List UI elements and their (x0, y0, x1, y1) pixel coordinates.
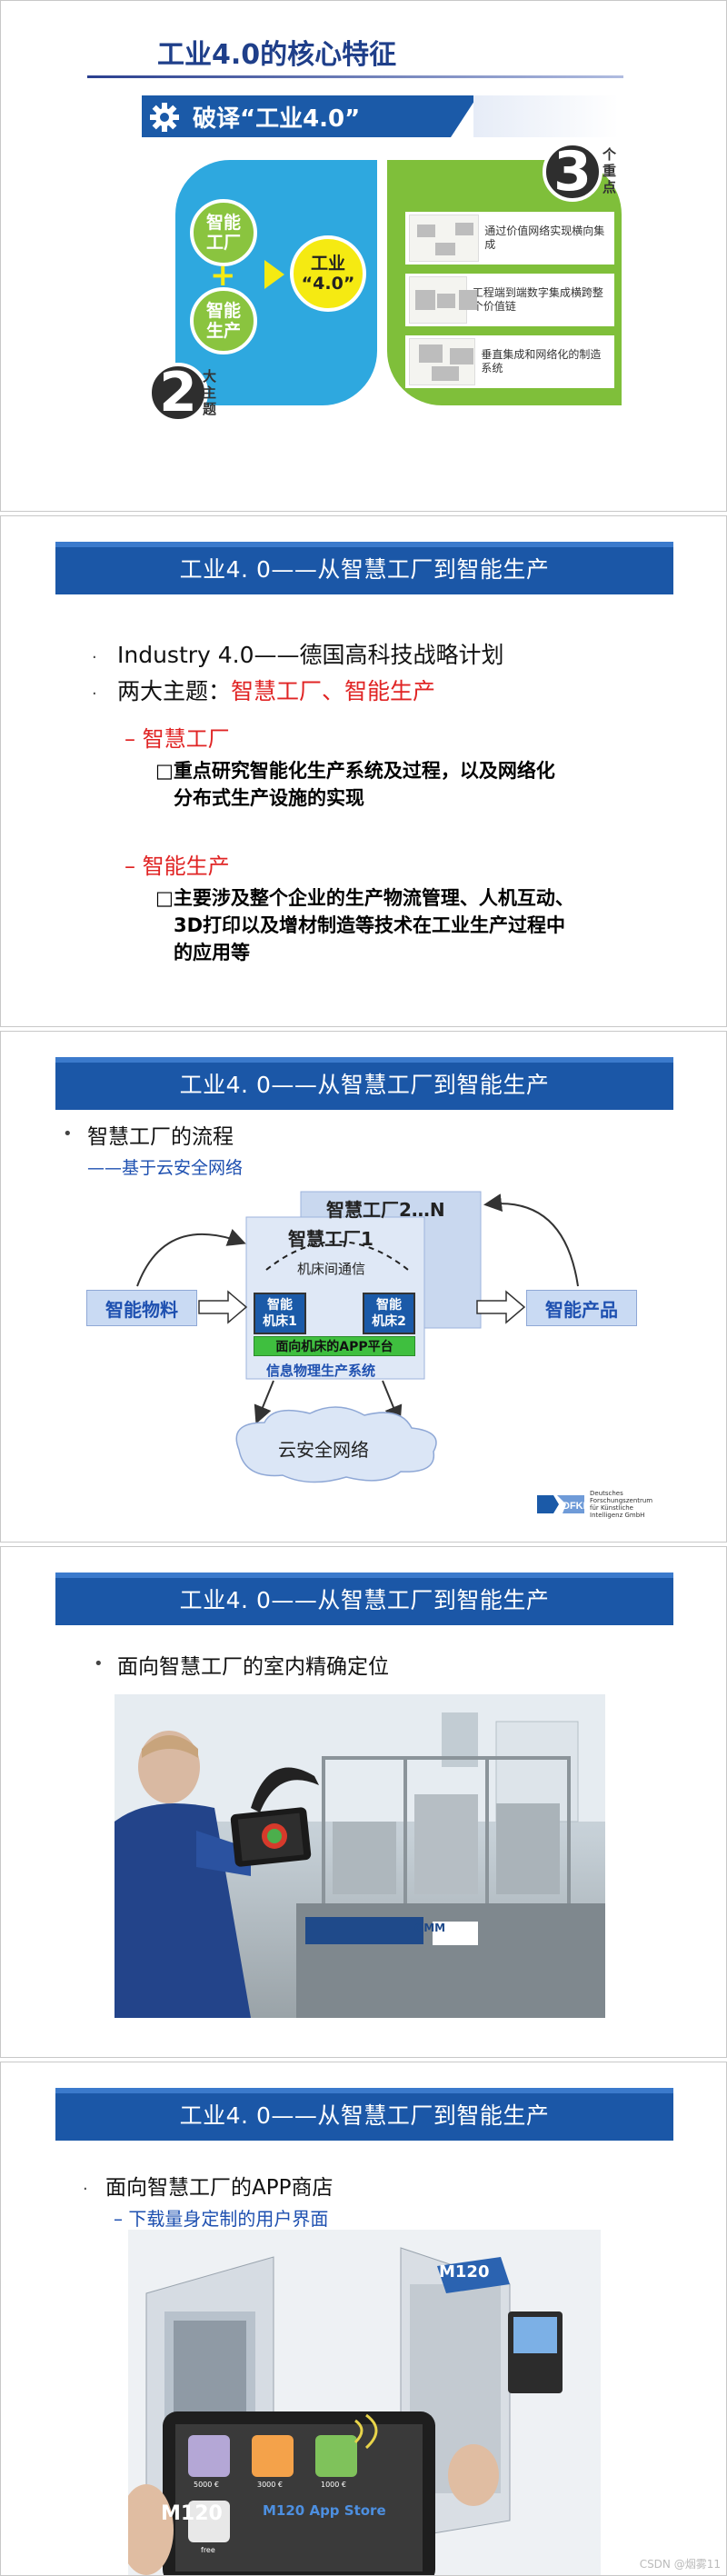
smart-logistics-box: 智能物料 (86, 1290, 197, 1326)
slide-1: 工业4.0的核心特征 破译“工业4.0” 智能 工厂 + 智能 生产 工业 “4… (0, 0, 727, 512)
factory-1-label: 智慧工厂1 (288, 1228, 373, 1250)
bullet-dot: • (63, 1124, 73, 1143)
bullet-dot: . (83, 2175, 88, 2194)
focus-item: 通过价值网络实现横向集成 (405, 212, 614, 265)
heading-fade (473, 95, 619, 137)
slide-4: 工业4. 0——从智慧工厂到智能生产 • 面向智慧工厂的室内精确定位 (0, 1546, 727, 2058)
machine-label-left: M120 (161, 2502, 223, 2525)
slide-title-bar: 工业4. 0——从智慧工厂到智能生产 (55, 1573, 673, 1625)
title-underline (87, 75, 623, 78)
factory-line-1: 重点研究智能化生产系统及过程，以及网络化 (173, 760, 555, 782)
dfki-text: Deutsches Forschungszentrum für Künstlic… (590, 1490, 653, 1519)
network-thumbnail (409, 215, 480, 262)
section-heading-text: 破译“工业4.0” (193, 105, 361, 133)
focus-item: 垂直集成和网络化的制造系统 (405, 335, 614, 388)
topics-prefix: 两大主题： (117, 678, 232, 704)
production-line-1: 主要涉及整个企业的生产物流管理、人机互动、 (173, 887, 574, 909)
focus-item-text: 工程端到端数字集成横跨整个价值链 (472, 286, 603, 313)
focus-item-text: 垂直集成和网络化的制造系统 (481, 348, 602, 374)
badge-three-text: 个 重 点 (603, 146, 617, 195)
square-bullet-icon: □ (155, 887, 174, 909)
bullet-app-store: 面向智慧工厂的APP商店 (105, 2176, 334, 2200)
app-price: 3000 € (257, 2481, 283, 2489)
sub-smart-production: – 智能生产 (124, 854, 230, 879)
focus-item: 工程端到端数字集成横跨整个价值链 (405, 274, 614, 326)
smart-product-box: 智能产品 (526, 1290, 637, 1326)
factory-photo-illustration (115, 1694, 605, 2018)
svg-text:DFKI: DFKI (563, 1501, 586, 1512)
system-thumbnail (409, 338, 476, 385)
dfki-logo: DFKI (535, 1492, 586, 1517)
value-chain-thumbnail (409, 276, 477, 324)
slide-3: 工业4. 0——从智慧工厂到智能生产 • 智慧工厂的流程 ——基于云安全网络 智… (0, 1031, 727, 1543)
production-line-2: 3D打印以及增材制造等技术在工业生产过程中 (174, 914, 566, 936)
machine-sign: OMM (414, 1922, 446, 1934)
machine-2-box: 智能 机床2 (363, 1293, 415, 1334)
slide-title-bar: 工业4. 0——从智慧工厂到智能生产 (55, 2088, 673, 2141)
factory-photo: OMM (115, 1694, 605, 2018)
app-price: free (201, 2546, 215, 2554)
app-price: 5000 € (194, 2481, 219, 2489)
slide-2: 工业4. 0——从智慧工厂到智能生产 . Industry 4.0——德国高科技… (0, 515, 727, 1027)
badge-three: 3 (543, 140, 603, 204)
smart-production-circle: 智能 生产 (190, 287, 257, 354)
bullet-process: 智慧工厂的流程 (87, 1125, 234, 1149)
cps-label: 信息物理生产系统 (266, 1363, 376, 1379)
section-heading: 破译“工业4.0” (142, 95, 451, 137)
machine-label-right: M120 (439, 2262, 490, 2281)
machine-1-box: 智能 机床1 (254, 1293, 306, 1334)
app-price: 1000 € (321, 2481, 346, 2489)
app-store-label: M120 App Store (263, 2502, 386, 2519)
smart-factory-circle: 智能 工厂 (190, 199, 257, 266)
bullet-topics: 两大主题：智慧工厂、智能生产 (117, 674, 435, 706)
focus-item-text: 通过价值网络实现横向集成 (484, 225, 605, 251)
sub-smart-factory: – 智慧工厂 (124, 726, 230, 752)
paragraph-production: □主要涉及整个企业的生产物流管理、人机互动、 3D打印以及增材制造等技术在工业生… (155, 884, 574, 966)
square-bullet-icon: □ (155, 760, 174, 782)
bullet-dot: • (94, 1654, 104, 1673)
flow-diagram (136, 1191, 579, 1483)
watermark: CSDN @烟雾11 (639, 2558, 721, 2571)
app-platform-bar: 面向机床的APP平台 (254, 1336, 415, 1356)
badge-two-text: 大 主 题 (203, 368, 217, 417)
gear-icon (150, 103, 179, 132)
industry40-circle: 工业 “4.0” (290, 235, 366, 312)
bullet-positioning: 面向智慧工厂的室内精确定位 (117, 1655, 389, 1679)
paragraph-factory: □重点研究智能化生产系统及过程，以及网络化 分布式生产设施的实现 (155, 757, 555, 812)
app-store-photo: M120 M120 M120 App Store 5000 € 3000 € 1… (128, 2230, 601, 2575)
slide-title-bar: 工业4. 0——从智慧工厂到智能生产 (55, 542, 673, 594)
factory-n-label: 智慧工厂2…N (326, 1199, 445, 1221)
badge-two: 2 (148, 361, 208, 424)
topics-highlight: 智慧工厂、智能生产 (231, 678, 436, 704)
bullet-dot: . (92, 680, 97, 699)
factory-line-2: 分布式生产设施的实现 (174, 787, 364, 809)
sub-cloud-network: ——基于云安全网络 (87, 1158, 244, 1178)
bullet-dot: . (92, 644, 97, 663)
sub-custom-ui: – 下载量身定制的用户界面 (114, 2208, 329, 2230)
machine-comm-label: 机床间通信 (297, 1261, 366, 1277)
bullet-industry: Industry 4.0——德国高科技战略计划 (117, 642, 504, 668)
cloud-label: 云安全网络 (278, 1439, 369, 1461)
slide-title: 工业4.0的核心特征 (157, 39, 397, 71)
slide-title-bar: 工业4. 0——从智慧工厂到智能生产 (55, 1057, 673, 1110)
machine-illustration (128, 2230, 601, 2575)
slide-5: 工业4. 0——从智慧工厂到智能生产 . 面向智慧工厂的APP商店 – 下载量身… (0, 2062, 727, 2576)
arrow-right (264, 260, 284, 289)
production-line-3: 的应用等 (174, 942, 250, 964)
